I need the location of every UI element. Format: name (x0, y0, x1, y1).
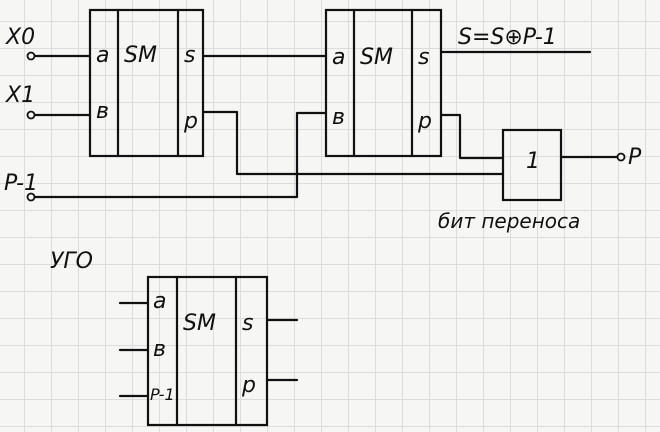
wires (32, 50, 620, 199)
adder-1-output-p-label: p (183, 109, 198, 134)
adder-2-name-label: SM (360, 45, 393, 70)
adder-1-output-s-label: s (184, 43, 195, 68)
input-x0-label: X0 (5, 25, 35, 50)
wire-adder2-p-to-or (439, 113, 505, 160)
terminal-x1 (26, 110, 36, 120)
adder-1-body (88, 8, 205, 158)
or-gate-body (501, 128, 563, 202)
adder-2-output-s-label: s (418, 45, 429, 70)
terminals (26, 51, 626, 202)
adder-1-input-a-label: a (96, 43, 109, 68)
ugo-input-a-label: a (153, 289, 166, 314)
adder-1-name-label: SM (124, 43, 157, 68)
adder-2-input-a-label: a (332, 45, 345, 70)
terminal-p-in (26, 192, 36, 202)
terminal-x0 (26, 51, 36, 61)
adder-2-body (324, 8, 443, 158)
input-x1-label: X1 (5, 83, 35, 108)
adder-2-output-p-label: p (417, 109, 432, 134)
wire-pin-to-adder2-b (32, 111, 328, 199)
ugo-output-s-label: s (242, 311, 253, 336)
or-gate: 1 (501, 128, 563, 202)
ugo-input-c-label: P-1 (150, 385, 175, 404)
adder-2: a в SM s p (324, 8, 443, 158)
carry-output-label: P (628, 145, 642, 170)
wire-adder1-p-to-or (201, 110, 505, 176)
or-gate-label: 1 (526, 149, 540, 174)
terminal-p-out (616, 152, 626, 162)
ugo-block: a в P-1 SM s p (118, 275, 299, 427)
adder-1: a в SM s p (88, 8, 205, 158)
ugo-output-p-label: p (241, 373, 256, 398)
input-p-in-label: P-1 (4, 171, 38, 196)
ugo-title: УГО (50, 249, 93, 274)
ugo-input-b-label: в (153, 337, 166, 362)
sum-expression-label: S=S⊕P-1 (458, 25, 557, 50)
carry-caption: бит переноса (438, 209, 580, 233)
adder-2-input-b-label: в (332, 105, 345, 130)
ugo-name-label: SM (183, 311, 216, 336)
adder-1-input-b-label: в (96, 99, 109, 124)
